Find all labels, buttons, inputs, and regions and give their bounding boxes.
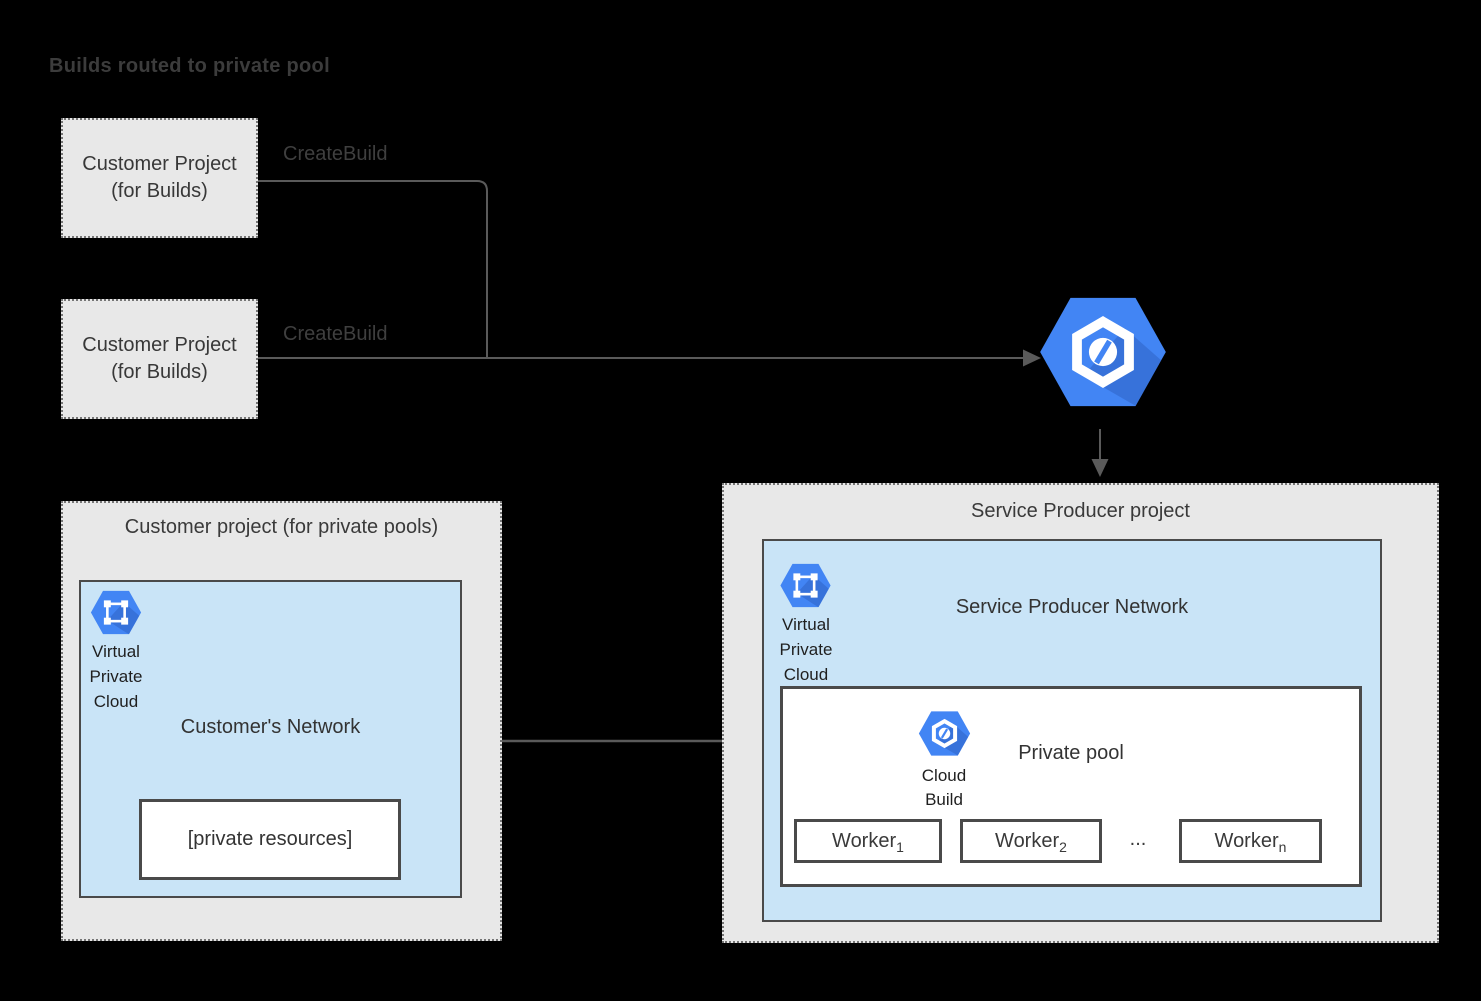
create-build-label-bottom: CreateBuild	[283, 323, 388, 345]
virtual-private-cloud-label-2: Virtual Private Cloud	[764, 612, 848, 687]
createbuild-edges	[258, 180, 1101, 743]
virtual-private-cloud-label: Virtual Private Cloud	[74, 639, 158, 714]
vpc2-label-line1: Virtual	[782, 615, 830, 634]
worker-box-n: Workern	[1179, 819, 1322, 863]
customer-build-project-1-line2: (for Builds)	[111, 180, 208, 202]
vpc-label-line1: Virtual	[92, 642, 140, 661]
private-resources-label: [private resources]	[187, 828, 353, 850]
cloud-build-label-line1: Cloud	[921, 766, 967, 785]
virtual-private-cloud-icon	[90, 590, 142, 635]
vpc-label-line2: Private	[89, 667, 143, 686]
customer-build-project-2-line2: (for Builds)	[111, 361, 208, 383]
customer-pool-project-title: Customer project (for private pools)	[124, 516, 439, 538]
cloud-build-icon-small	[918, 711, 971, 756]
customer-build-project-2: Customer Project (for Builds)	[61, 299, 258, 419]
service-producer-network-label: Service Producer Network	[955, 596, 1189, 618]
cloud-build-icon	[1040, 297, 1166, 407]
worker-n-label: Workern	[1214, 829, 1287, 855]
customer-build-project-2-line1: Customer Project	[82, 334, 237, 356]
cloud-build-label: Cloud Build	[904, 764, 984, 812]
private-pool-label: Private pool	[1018, 742, 1124, 764]
worker-2-label: Worker2	[995, 829, 1067, 855]
service-producer-project-title: Service Producer project	[971, 500, 1190, 522]
customer-build-project-1: Customer Project (for Builds)	[61, 118, 258, 238]
customer-build-project-1-line1: Customer Project	[82, 153, 237, 175]
createbuild-edge-top	[258, 180, 488, 357]
cloud-build-label-line2: Build	[925, 790, 963, 809]
vpc2-label-line3: Cloud	[783, 665, 829, 684]
worker-box-2: Worker2	[960, 819, 1102, 863]
arrowhead-down-icon	[1091, 459, 1109, 477]
vpc2-label-line2: Private	[779, 640, 833, 659]
customer-network-label: Customer's Network	[180, 716, 361, 738]
diagram-title: Builds routed to private pool	[49, 55, 330, 77]
vpc-label-line3: Cloud	[93, 692, 139, 711]
virtual-private-cloud-icon-2	[780, 563, 831, 608]
worker-ellipsis: ...	[1129, 828, 1147, 850]
worker-box-1: Worker1	[794, 819, 942, 863]
worker-1-label: Worker1	[832, 829, 904, 855]
arrowhead-right-icon	[1023, 349, 1041, 367]
private-resources-box: [private resources]	[139, 799, 401, 880]
create-build-label-top: CreateBuild	[283, 143, 388, 165]
